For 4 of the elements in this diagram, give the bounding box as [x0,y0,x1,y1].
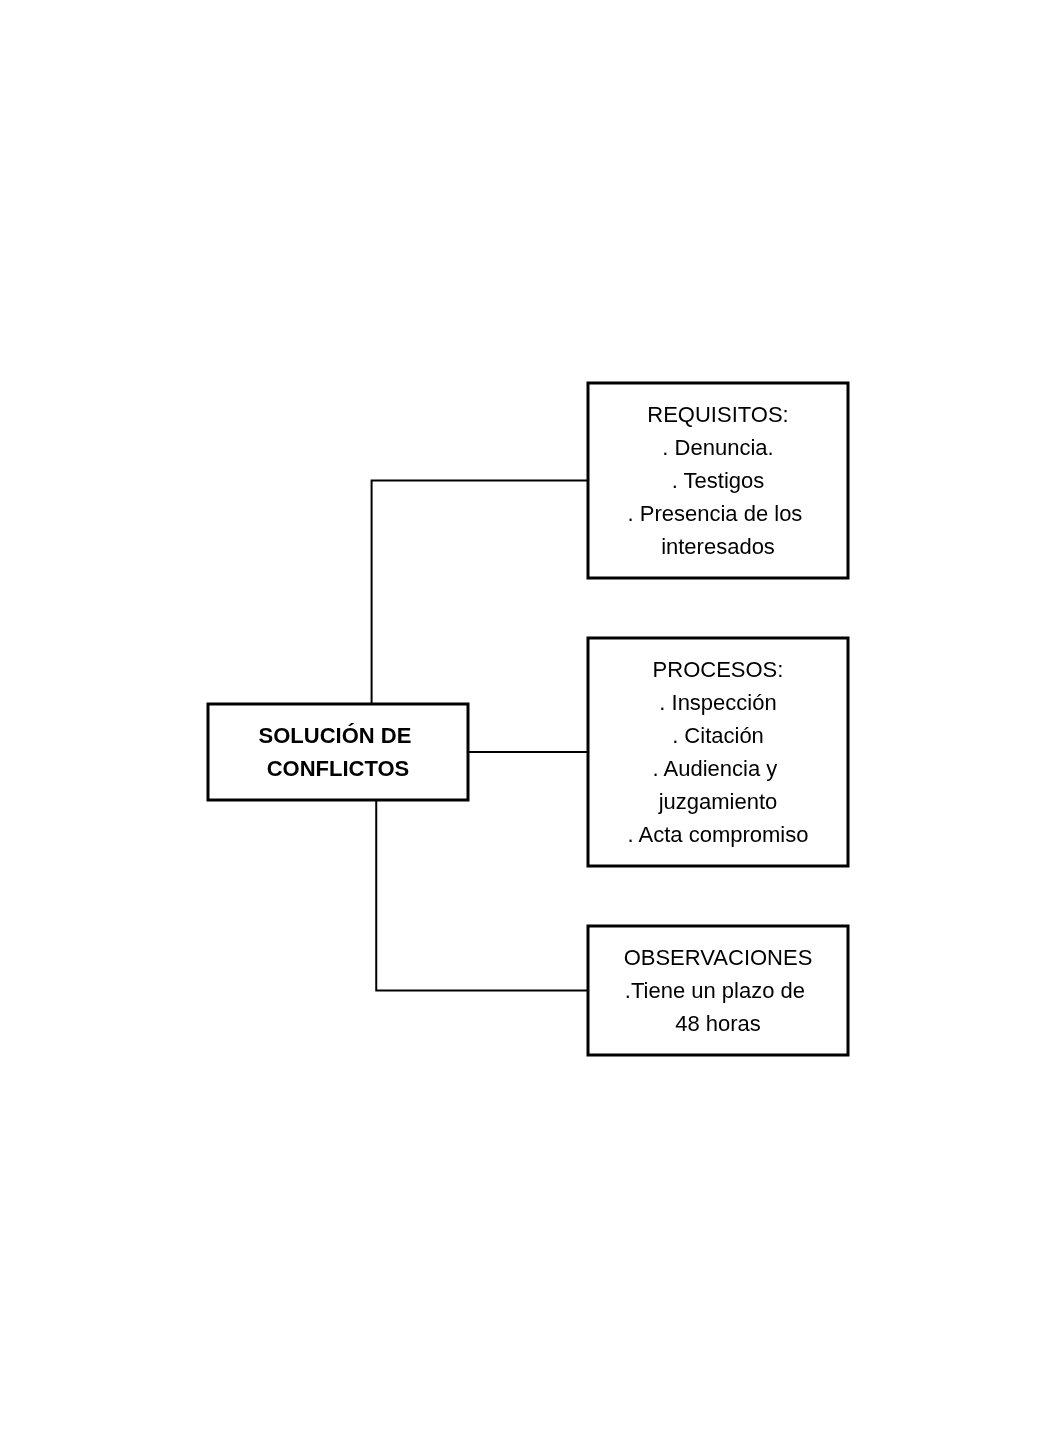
node-box: SOLUCIÓN DE CONFLICTOS [206,702,470,801]
node-box: PROCESOS: . Inspección . Citación . Audiencia y juzgamiento . Acta compromiso [586,636,850,867]
node-box: REQUISITOS: . Denuncia. . Testigos . Presencia de los interesados [586,381,850,579]
node-box: OBSERVACIONES .Tiene un plazo de 48 horas [586,924,850,1056]
